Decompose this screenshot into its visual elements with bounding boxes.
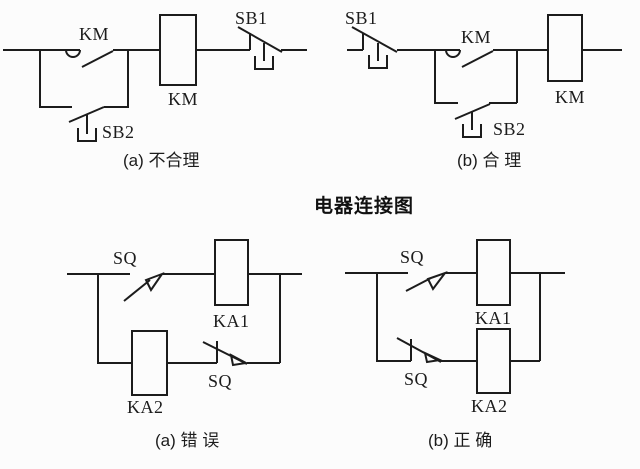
- label-sb2-b: SB2: [493, 119, 526, 139]
- circuit-bottom-left-wrong: [67, 239, 302, 396]
- figure-title: 电器连接图: [314, 196, 415, 217]
- ka2-coil: [131, 330, 168, 396]
- label-ka2-d: KA2: [471, 396, 508, 416]
- label-ka2-c: KA2: [127, 397, 164, 417]
- label-sq-top-d: SQ: [400, 247, 425, 267]
- wire: [67, 273, 302, 364]
- wire: [345, 272, 565, 362]
- label-sb2-a: SB2: [102, 122, 135, 142]
- sq-nc-limit-switch-icon: [202, 341, 250, 367]
- km-no-contact-icon: [445, 49, 494, 68]
- label-sq-bottom-d: SQ: [404, 369, 429, 389]
- circuit-top-left-unreasonable: [3, 14, 307, 142]
- label-sq-top-c: SQ: [113, 248, 138, 268]
- sb1-nc-pushbutton-icon: [351, 26, 398, 69]
- label-km-contact-b: KM: [461, 27, 492, 47]
- label-km-coil-a: KM: [168, 89, 199, 109]
- sq-no-limit-switch-icon: [123, 271, 165, 302]
- caption-top-left: (a) 不合理: [123, 151, 200, 170]
- ka2-coil: [476, 328, 511, 394]
- sb2-no-pushbutton-icon: [68, 106, 105, 142]
- caption-top-right: (b) 合 理: [457, 151, 522, 170]
- circuit-bottom-right-correct: [345, 239, 565, 394]
- wire: [347, 49, 622, 104]
- km-coil: [159, 14, 197, 86]
- caption-bottom-right: (b) 正 确: [428, 431, 493, 450]
- sq-no-limit-switch-icon: [405, 270, 448, 292]
- wire: [3, 49, 307, 108]
- km-coil: [547, 14, 583, 82]
- ka1-coil: [476, 239, 511, 306]
- caption-bottom-left: (a) 错 误: [155, 431, 220, 450]
- sb1-nc-pushbutton-icon: [237, 26, 283, 70]
- label-sb1-b: SB1: [345, 8, 378, 28]
- label-sb1-a: SB1: [235, 8, 268, 28]
- label-sq-bottom-c: SQ: [208, 371, 233, 391]
- label-ka1-c: KA1: [213, 311, 250, 331]
- ka1-coil: [214, 239, 249, 306]
- km-no-contact-icon: [65, 49, 114, 68]
- label-km-contact-a: KM: [79, 24, 110, 44]
- circuit-top-right-reasonable: [347, 14, 622, 138]
- label-km-coil-b: KM: [555, 87, 586, 107]
- sq-nc-limit-switch-icon: [396, 337, 444, 364]
- label-ka1-d: KA1: [475, 308, 512, 328]
- sb2-no-pushbutton-icon: [454, 103, 491, 138]
